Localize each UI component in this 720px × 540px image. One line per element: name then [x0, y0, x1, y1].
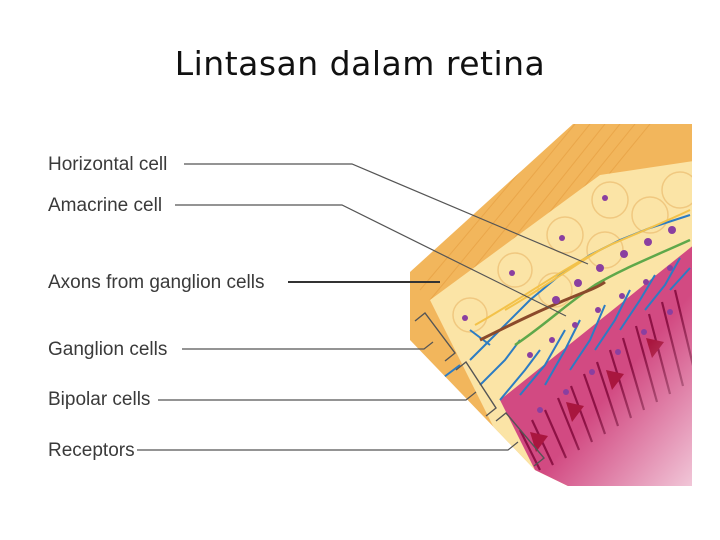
leader-horizontal-cell: [184, 163, 589, 265]
bracket-receptors: [495, 412, 545, 467]
page-title: Lintasan dalam retina: [174, 44, 546, 83]
label-ganglion-cells: Ganglion cells: [48, 339, 168, 360]
retina-cross-section: [410, 124, 692, 486]
leader-lines: [137, 163, 589, 451]
layer-brackets: [414, 312, 545, 467]
label-amacrine-cell: Amacrine cell: [48, 195, 163, 216]
label-bipolar-cells: Bipolar cells: [48, 389, 151, 410]
label-axons: Axons from ganglion cells: [48, 272, 265, 293]
leader-ganglion: [182, 341, 434, 350]
label-horizontal-cell: Horizontal cell: [48, 154, 168, 175]
leader-receptors: [137, 441, 519, 451]
label-receptors: Receptors: [48, 440, 135, 461]
leader-amacrine-cell: [175, 204, 567, 317]
leader-bipolar: [158, 391, 477, 401]
bracket-bipolar: [455, 360, 497, 417]
bracket-ganglion: [414, 312, 456, 362]
